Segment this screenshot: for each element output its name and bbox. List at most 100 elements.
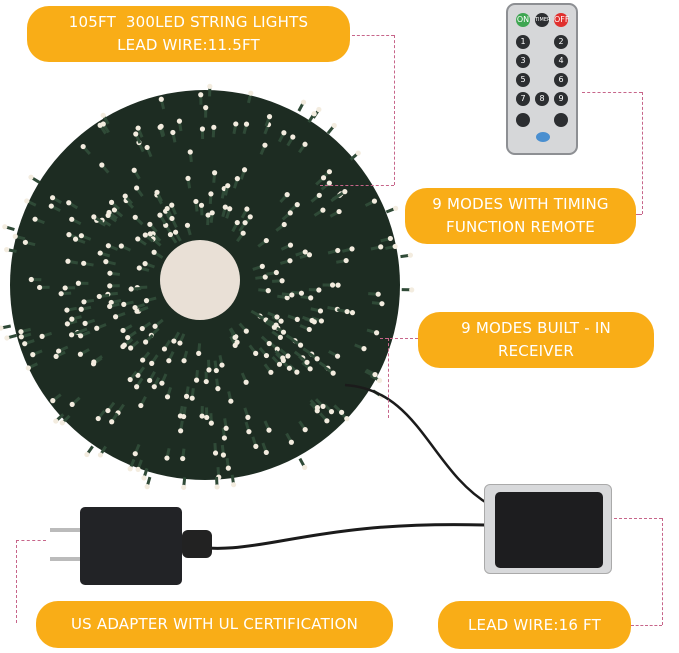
bulb-socket (310, 307, 319, 312)
bulb-socket (280, 244, 290, 251)
led-bulb (372, 371, 378, 378)
bulb-socket (178, 122, 183, 132)
bulb-socket (277, 133, 285, 143)
bulb-socket (115, 210, 124, 218)
led-bulb (151, 384, 157, 390)
led-bulb (58, 291, 64, 297)
led-bulb (147, 231, 153, 237)
led-bulb (65, 258, 71, 264)
led-bulb (355, 150, 361, 156)
led-bulb (294, 316, 300, 323)
led-bulb (289, 292, 295, 298)
led-bulb (263, 237, 269, 244)
bulb-socket (171, 219, 178, 229)
bulb-socket (225, 210, 231, 219)
led-bulb (234, 339, 240, 345)
bulb-socket (220, 190, 226, 199)
led-bulb (25, 365, 31, 371)
bulb-socket (148, 296, 157, 302)
bulb-socket (179, 420, 184, 430)
led-bulb (125, 334, 131, 341)
led-bulb (300, 99, 307, 105)
led-bulb (307, 366, 313, 372)
led-bulb (326, 180, 332, 186)
led-bulb (62, 285, 68, 291)
bulb-socket (302, 347, 311, 355)
leader-line (582, 92, 642, 93)
led-bulb (331, 122, 337, 129)
bulb-socket (31, 176, 41, 184)
led-bulb (72, 236, 79, 242)
bulb-socket (26, 339, 35, 345)
remote-button-1: 1 (516, 35, 530, 49)
bulb-socket (136, 303, 145, 309)
leader-line (388, 338, 389, 418)
bulb-socket (53, 393, 62, 401)
bulb-socket (146, 148, 153, 158)
plug-prong (50, 528, 82, 532)
bulb-socket (16, 235, 26, 241)
bulb-socket (69, 202, 79, 210)
bulb-socket (195, 370, 199, 379)
led-bulb (409, 287, 415, 293)
bulb-socket (298, 355, 307, 363)
light-coil (0, 83, 415, 490)
bulb-socket (364, 369, 373, 377)
bulb-socket (85, 298, 95, 304)
bulb-socket (218, 354, 224, 364)
bulb-socket (151, 327, 160, 336)
bulb-socket (247, 94, 252, 104)
led-bulb (302, 141, 308, 147)
bulb-socket (112, 299, 122, 304)
led-bulb (75, 280, 82, 286)
bulb-socket (109, 212, 118, 220)
led-bulb (316, 106, 322, 113)
bulb-socket (171, 206, 177, 215)
bulb-socket (182, 477, 187, 486)
led-bulb (259, 263, 265, 269)
led-bulb (105, 407, 111, 414)
bulb-socket (153, 377, 161, 386)
bulb-socket (400, 254, 409, 259)
remote-label-line2: FUNCTION REMOTE (446, 218, 595, 236)
led-bulb (181, 484, 187, 490)
bulb-socket (125, 337, 134, 346)
bulb-socket (242, 125, 248, 135)
us-adapter (80, 507, 182, 585)
bulb-socket (370, 245, 380, 251)
bulb-socket (208, 195, 213, 204)
brand-logo-icon (536, 132, 550, 142)
led-bulb (105, 243, 111, 249)
led-bulb (277, 334, 284, 341)
bulb-socket (281, 292, 291, 297)
led-bulb (329, 282, 336, 288)
led-bulb (330, 370, 336, 376)
led-bulb (285, 353, 291, 359)
bulb-socket (190, 388, 195, 397)
led-bulb (144, 144, 150, 151)
bulb-socket (328, 350, 337, 357)
bulb-socket (68, 319, 78, 325)
bulb-socket (179, 333, 186, 342)
bulb-socket (181, 448, 186, 457)
led-bulb (105, 212, 111, 218)
led-bulb (68, 332, 75, 338)
led-bulb (158, 96, 164, 102)
led-bulb (147, 221, 153, 227)
led-bulb (167, 231, 174, 238)
bulb-socket (194, 203, 199, 212)
bulb-socket (240, 210, 248, 219)
bulb-socket (209, 214, 214, 223)
led-bulb (335, 282, 341, 288)
bulb-socket (149, 371, 156, 380)
led-bulb (178, 428, 184, 434)
led-bulb (208, 420, 214, 426)
led-bulb (59, 420, 65, 426)
bulb-socket (36, 218, 45, 225)
led-bulb (280, 329, 287, 335)
string-lights-label: 105FT 300LED STRING LIGHTS LEAD WIRE:11.… (27, 6, 350, 62)
led-bulb (12, 233, 18, 239)
bulb-socket (223, 418, 228, 427)
bulb-socket (266, 271, 275, 276)
